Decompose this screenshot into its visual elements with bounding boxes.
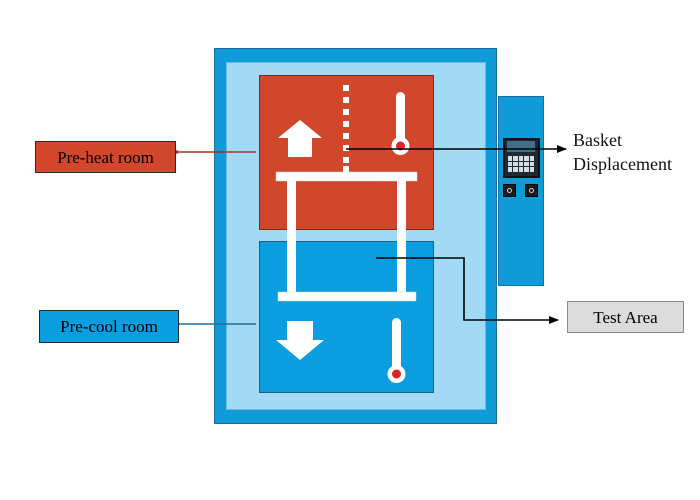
thermometer-icon	[391, 92, 410, 155]
preheat-room-label: Pre-heat room	[35, 141, 176, 173]
basket-label-line1: Basket	[573, 130, 622, 150]
thermometer-icon	[387, 318, 406, 383]
precool-room-label: Pre-cool room	[39, 310, 179, 343]
basket-frame-icon	[275, 171, 418, 302]
controller-keypad	[508, 156, 534, 172]
cool-down-arrow-icon	[276, 321, 324, 360]
test-area-pointer-line	[376, 257, 559, 324]
control-knob-icon	[503, 184, 516, 197]
basket-suspension-line	[343, 85, 349, 174]
basket-displacement-label: Basket Displacement	[573, 128, 672, 177]
control-knob-icon	[525, 184, 538, 197]
test-area-label: Test Area	[567, 301, 684, 333]
controller-display	[507, 141, 535, 152]
basket-label-line2: Displacement	[573, 154, 672, 175]
heat-up-arrow-icon	[278, 120, 322, 157]
